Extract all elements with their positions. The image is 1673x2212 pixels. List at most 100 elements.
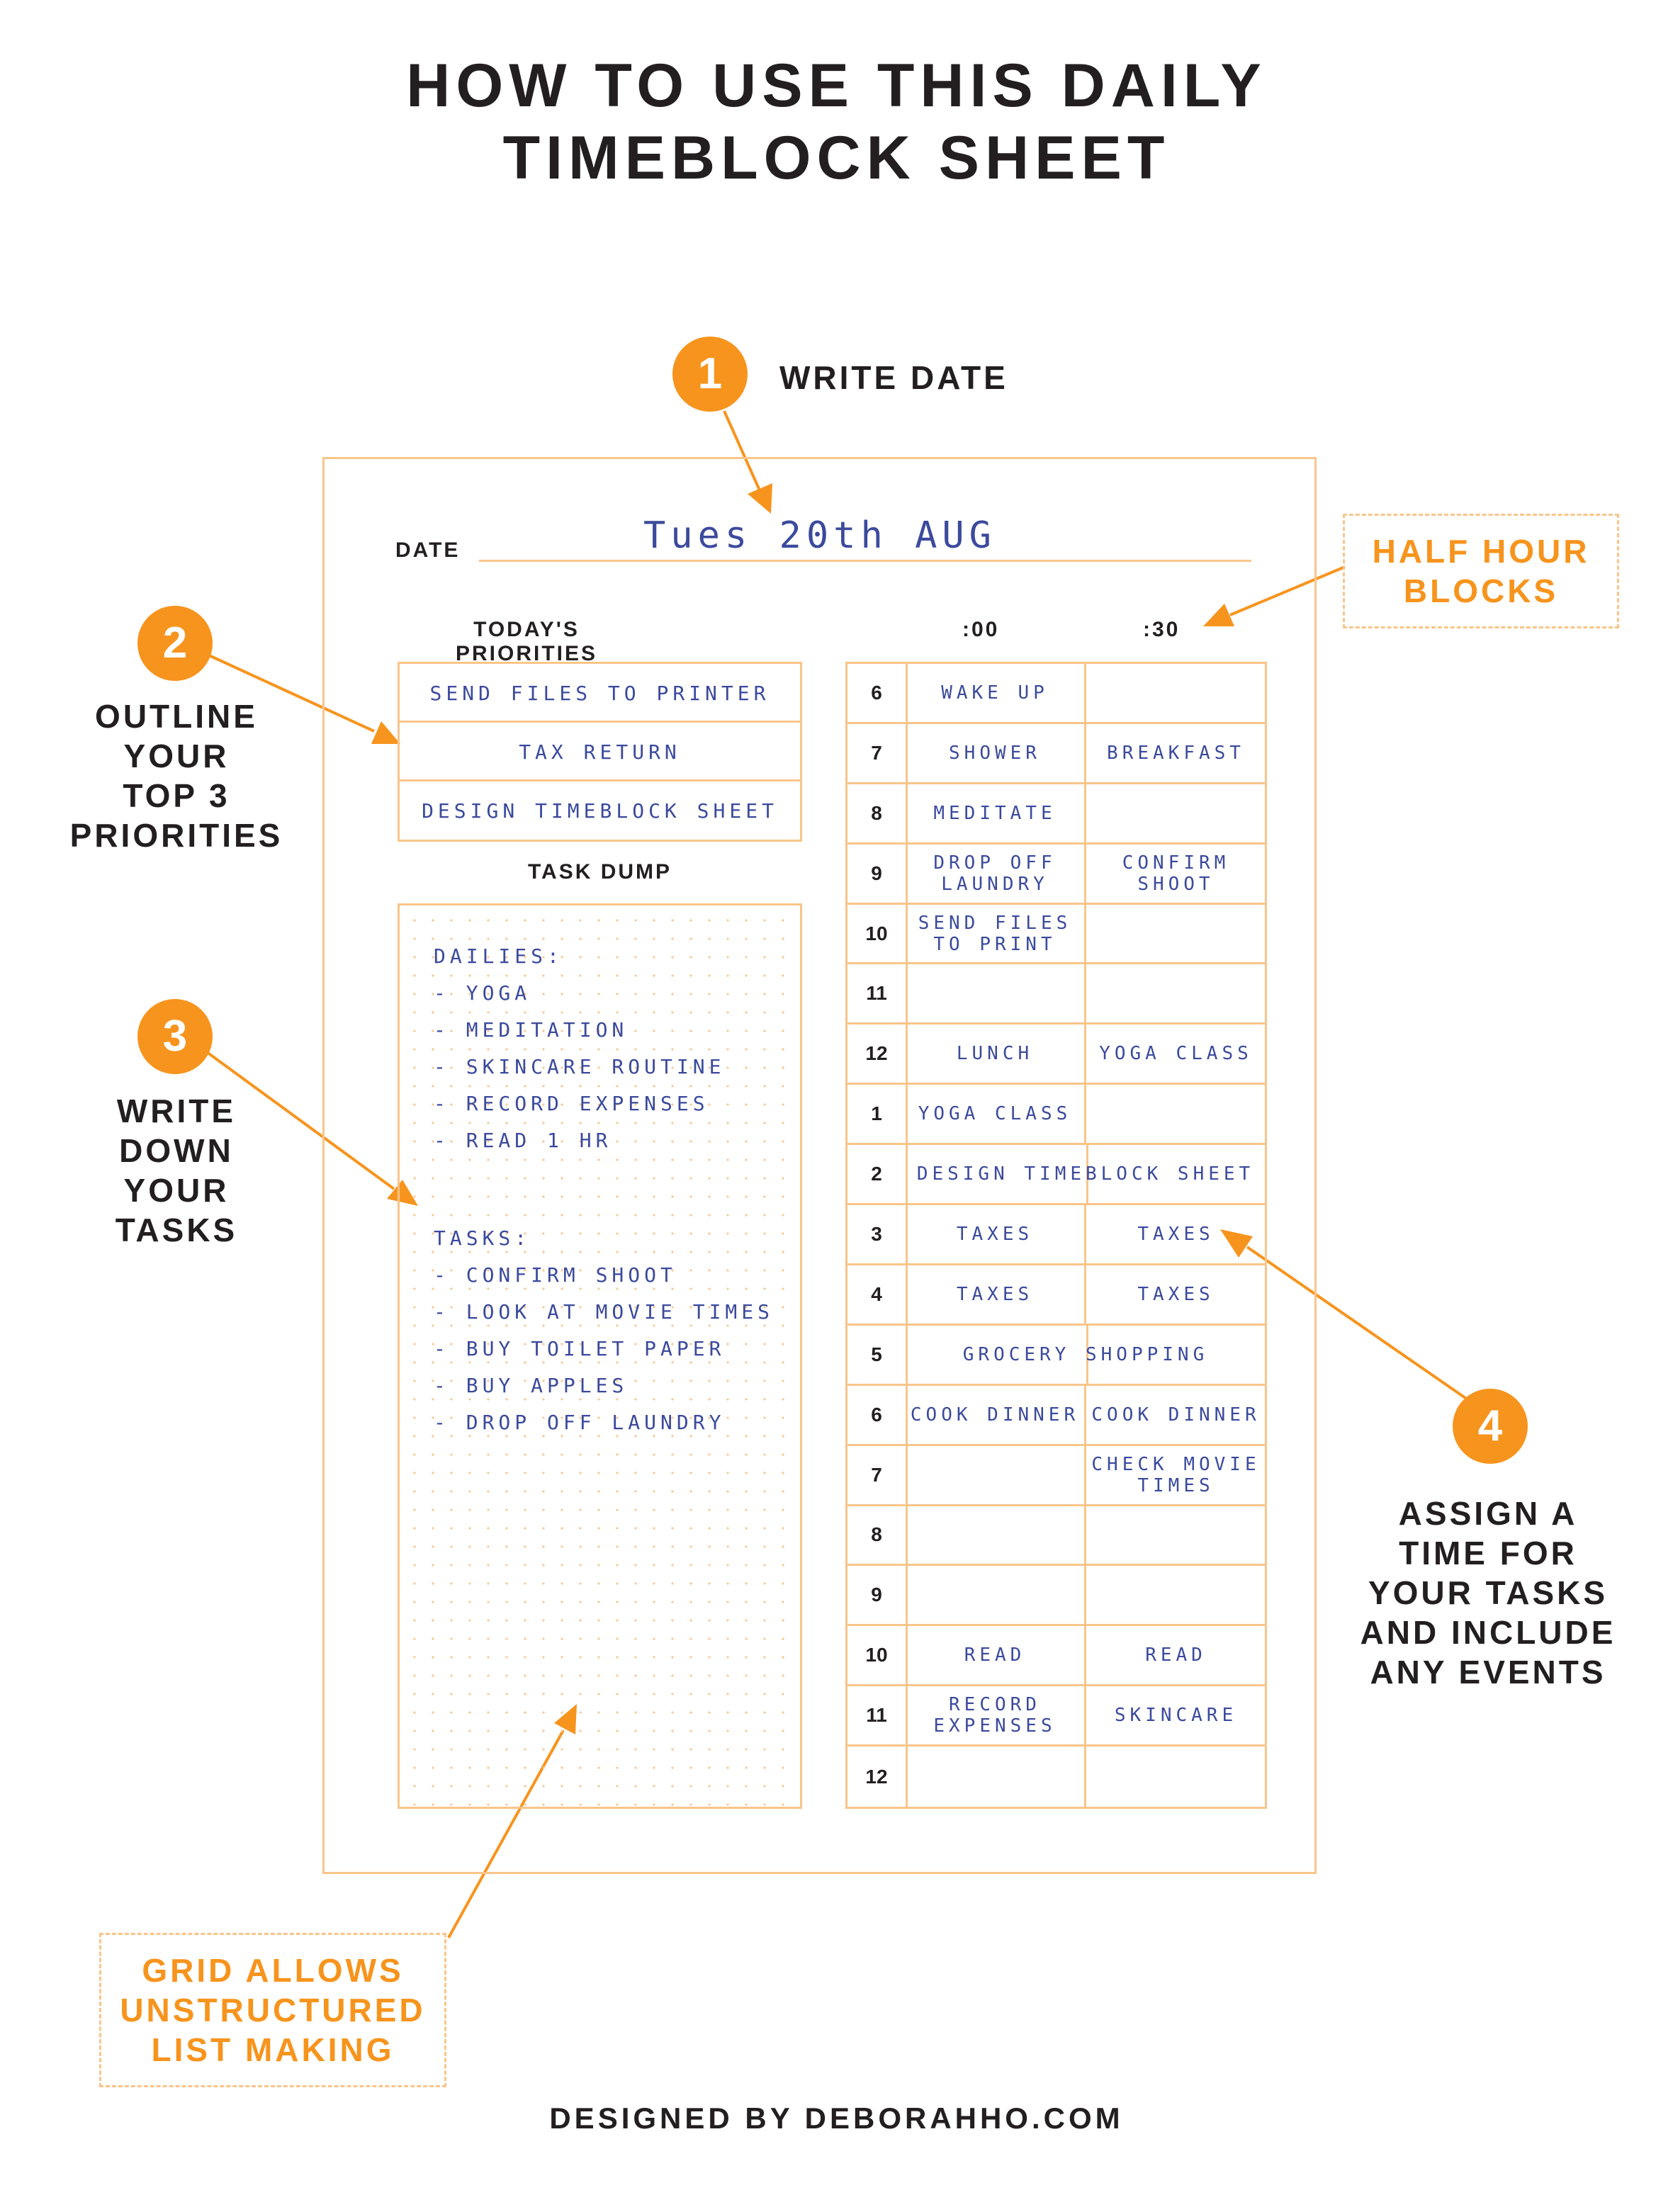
task-dump-grid[interactable]: DAILIES: - YOGA - MEDITATION - SKINCARE … [398,903,802,1809]
step-4-line: ASSIGN A [1398,1495,1578,1532]
timeblock-cell-00[interactable]: SHOWER [906,723,1086,782]
hour-label: 3 [847,1205,908,1263]
title-line-2: TIMEBLOCK SHEET [502,124,1171,192]
schedule-row: 12 [847,1747,1265,1807]
step-3-line: DOWN [119,1132,234,1169]
arrow-step-2 [208,654,400,744]
timeblock-cell-00[interactable] [906,1445,1086,1504]
half-hour-divider [1086,1325,1088,1384]
timeblock-cell-00[interactable] [906,1566,1086,1625]
timeblock-cell-30[interactable] [1086,664,1266,722]
step-1-label: WRITE DATE [779,359,1008,396]
schedule-row: 8 [847,1506,1265,1567]
timeblock-cell-00[interactable]: TAXES [906,1205,1086,1263]
timeblock-cell-00[interactable]: DROP OFF LAUNDRY [906,844,1086,903]
timeblock-cell-30[interactable] [1086,1566,1266,1624]
priority-text: DESIGN TIMEBLOCK SHEET [422,799,778,823]
priority-row[interactable]: TAX RETURN [400,723,800,781]
timeblock-cell-00[interactable]: TAXES [906,1265,1086,1324]
timeblock-cell-30[interactable]: COOK DINNER [1091,1404,1261,1426]
daily-item: - RECORD EXPENSES [434,1092,709,1115]
title-line-1: HOW TO USE THIS DAILY [406,52,1267,120]
timeblock-cell-00[interactable]: YOGA CLASS [906,1085,1086,1144]
daily-item: - YOGA [434,981,531,1005]
timeblock-cell-span[interactable]: DESIGN TIMEBLOCK SHEET [916,1163,1255,1185]
timeblock-cell-30[interactable]: BREAKFAST [1107,742,1245,764]
timeblock-cell-30[interactable]: TAXES [1137,1283,1215,1305]
step-3-number: 3 [162,1012,188,1061]
arrow-step-4 [1220,1229,1474,1404]
col-30-label: :30 [1143,618,1181,641]
timeblock-cell-span[interactable]: GROCERY SHOPPING [962,1343,1209,1365]
timeblock-cell-00[interactable]: COOK DINNER [906,1385,1086,1444]
timeblock-cell-30[interactable]: TAXES [1137,1223,1215,1245]
grid-callout-line: UNSTRUCTURED [120,1992,426,2028]
dailies-heading: DAILIES: [434,944,563,968]
arrow-half-hour [1203,565,1346,626]
priority-text: SEND FILES TO PRINTER [429,682,770,705]
timeblock-cell-30[interactable] [1086,1506,1266,1564]
timeblock-cell-30[interactable] [1086,1747,1266,1807]
hour-label: 9 [847,1566,908,1625]
timeblock-cell-30[interactable]: SKINCARE [1114,1705,1238,1727]
step-3-line: YOUR [123,1172,230,1209]
priority-text: TAX RETURN [519,740,681,764]
priorities-box: SEND FILES TO PRINTER TAX RETURN DESIGN … [398,662,802,842]
timeblock-cell-30[interactable] [1086,784,1266,842]
timeblock-cell-00[interactable]: RECORD EXPENSES [906,1686,1086,1745]
step-4-line: ANY EVENTS [1370,1654,1606,1691]
step-4-number: 4 [1477,1401,1503,1450]
grid-callout-line: GRID ALLOWS [142,1952,404,1989]
timeblock-cell-00[interactable]: WAKE UP [906,664,1086,722]
timeblock-cell-00[interactable] [906,1747,1086,1807]
timeblock-cell-00[interactable]: MEDITATE [906,784,1086,842]
grid-callout: GRID ALLOWS UNSTRUCTURED LIST MAKING [99,1933,446,2087]
step-2-line: YOUR [123,738,230,774]
timeblock-sheet: DATE Tues 20th AUG TODAY'S PRIORITIES :0… [322,457,1317,1874]
hour-label: 2 [847,1145,908,1204]
timeblock-cell-00[interactable] [906,964,1086,1023]
priority-row[interactable]: DESIGN TIMEBLOCK SHEET [400,781,800,840]
timeblock-cell-00[interactable]: LUNCH [906,1025,1086,1083]
timeblock-cell-00[interactable] [906,1506,1086,1564]
task-item: - DROP OFF LAUNDRY [434,1411,726,1434]
footer-credit: DESIGNED BY DEBORAHHO.COM [549,2101,1124,2135]
timeblock-cell-00[interactable]: SEND FILES TO PRINT [906,904,1086,963]
step-2-label: OUTLINE YOUR TOP 3 PRIORITIES [43,696,310,855]
timeblock-cell-30[interactable]: CHECK MOVIE TIMES [1091,1453,1261,1496]
date-line [479,560,1251,562]
timeblock-cell-30[interactable]: YOGA CLASS [1099,1043,1253,1065]
daily-item: - READ 1 HR [434,1129,612,1152]
timeblock-cell-30[interactable]: CONFIRM SHOOT [1122,852,1230,895]
priorities-label: TODAY'S PRIORITIES [455,618,598,665]
date-value[interactable]: Tues 20th AUG [643,514,996,557]
timeblock-cell-00[interactable]: READ [906,1626,1086,1685]
timeblock-cell-30[interactable] [1086,964,1266,1022]
step-3-line: TASKS [115,1212,238,1248]
timeblock-cell-30[interactable] [1086,1085,1266,1143]
date-label: DATE [395,538,461,562]
step-4-badge: 4 [1453,1389,1528,1464]
step-3-line: WRITE [116,1093,237,1129]
priority-row[interactable]: SEND FILES TO PRINTER [400,664,800,723]
page-title: HOW TO USE THIS DAILY TIMEBLOCK SHEET [0,50,1673,194]
hour-label: 11 [847,964,908,1023]
daily-item: - MEDITATION [434,1018,629,1042]
hour-label: 12 [847,1747,908,1807]
step-4-line: TIME FOR [1399,1535,1577,1571]
hour-label: 11 [847,1686,908,1745]
timeblock-cell-30[interactable]: READ [1145,1644,1207,1666]
timeblock-cell-30[interactable] [1086,905,1266,963]
step-4-line: AND INCLUDE [1360,1614,1616,1651]
hour-label: 8 [847,1506,908,1564]
